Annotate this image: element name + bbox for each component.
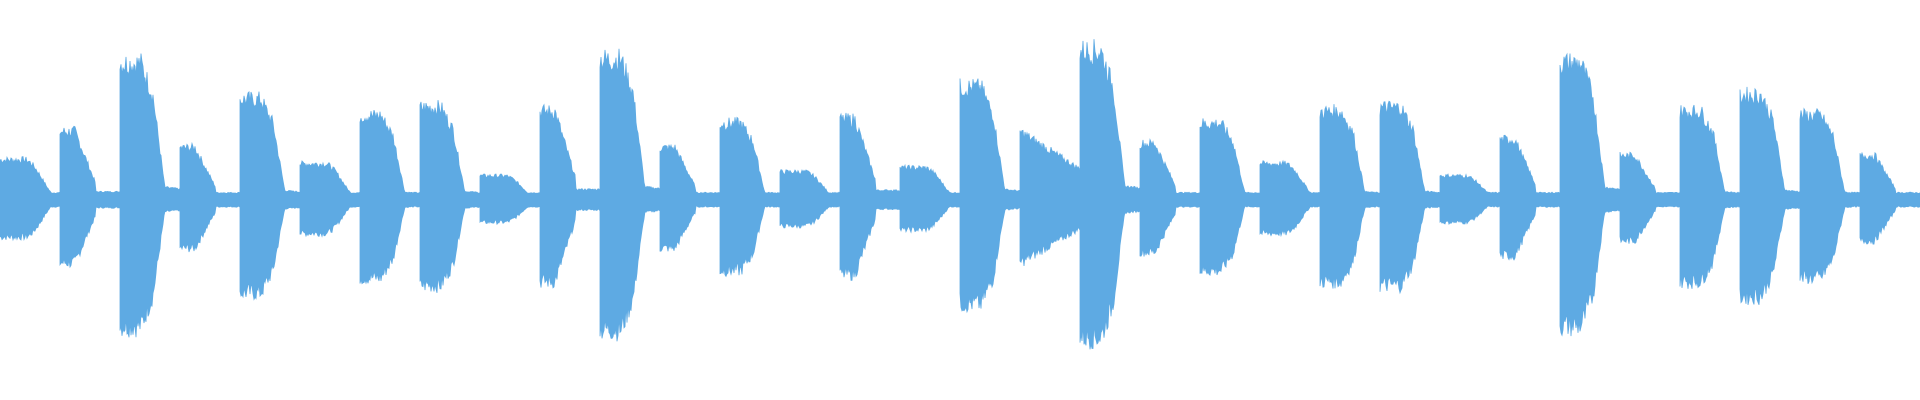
waveform-segment — [419, 100, 481, 293]
waveform-segment — [0, 155, 61, 242]
waveform-segment — [179, 141, 241, 253]
waveform-segment — [299, 160, 361, 238]
waveform-segment — [1079, 39, 1141, 350]
waveform-segment — [1259, 159, 1321, 238]
waveform-segment — [119, 53, 181, 338]
waveform-segment — [539, 103, 601, 289]
waveform-segment — [959, 78, 1021, 314]
waveform-segment — [1499, 134, 1561, 261]
waveform-segment — [1019, 129, 1081, 267]
waveform-segment — [719, 116, 781, 278]
waveform-segment — [1559, 52, 1621, 337]
waveform-segment — [899, 163, 961, 234]
waveform-segment — [59, 125, 121, 269]
waveform-segment — [659, 143, 721, 252]
waveform-segment — [1679, 104, 1741, 289]
waveform-segment — [839, 112, 901, 281]
waveform-segment — [1379, 100, 1441, 295]
waveform-segment — [359, 109, 421, 285]
waveform-segment — [1859, 151, 1920, 245]
waveform-segment — [1199, 118, 1261, 277]
waveform-segments — [0, 39, 1920, 350]
waveform-segment — [1139, 138, 1201, 257]
waveform-segment — [1619, 151, 1681, 245]
waveform-segment — [1739, 86, 1801, 306]
waveform-segment — [779, 169, 841, 229]
waveform-segment — [1799, 107, 1861, 285]
waveform-segment — [239, 90, 301, 301]
waveform-segment — [1319, 104, 1381, 289]
waveform-segment — [599, 48, 661, 342]
